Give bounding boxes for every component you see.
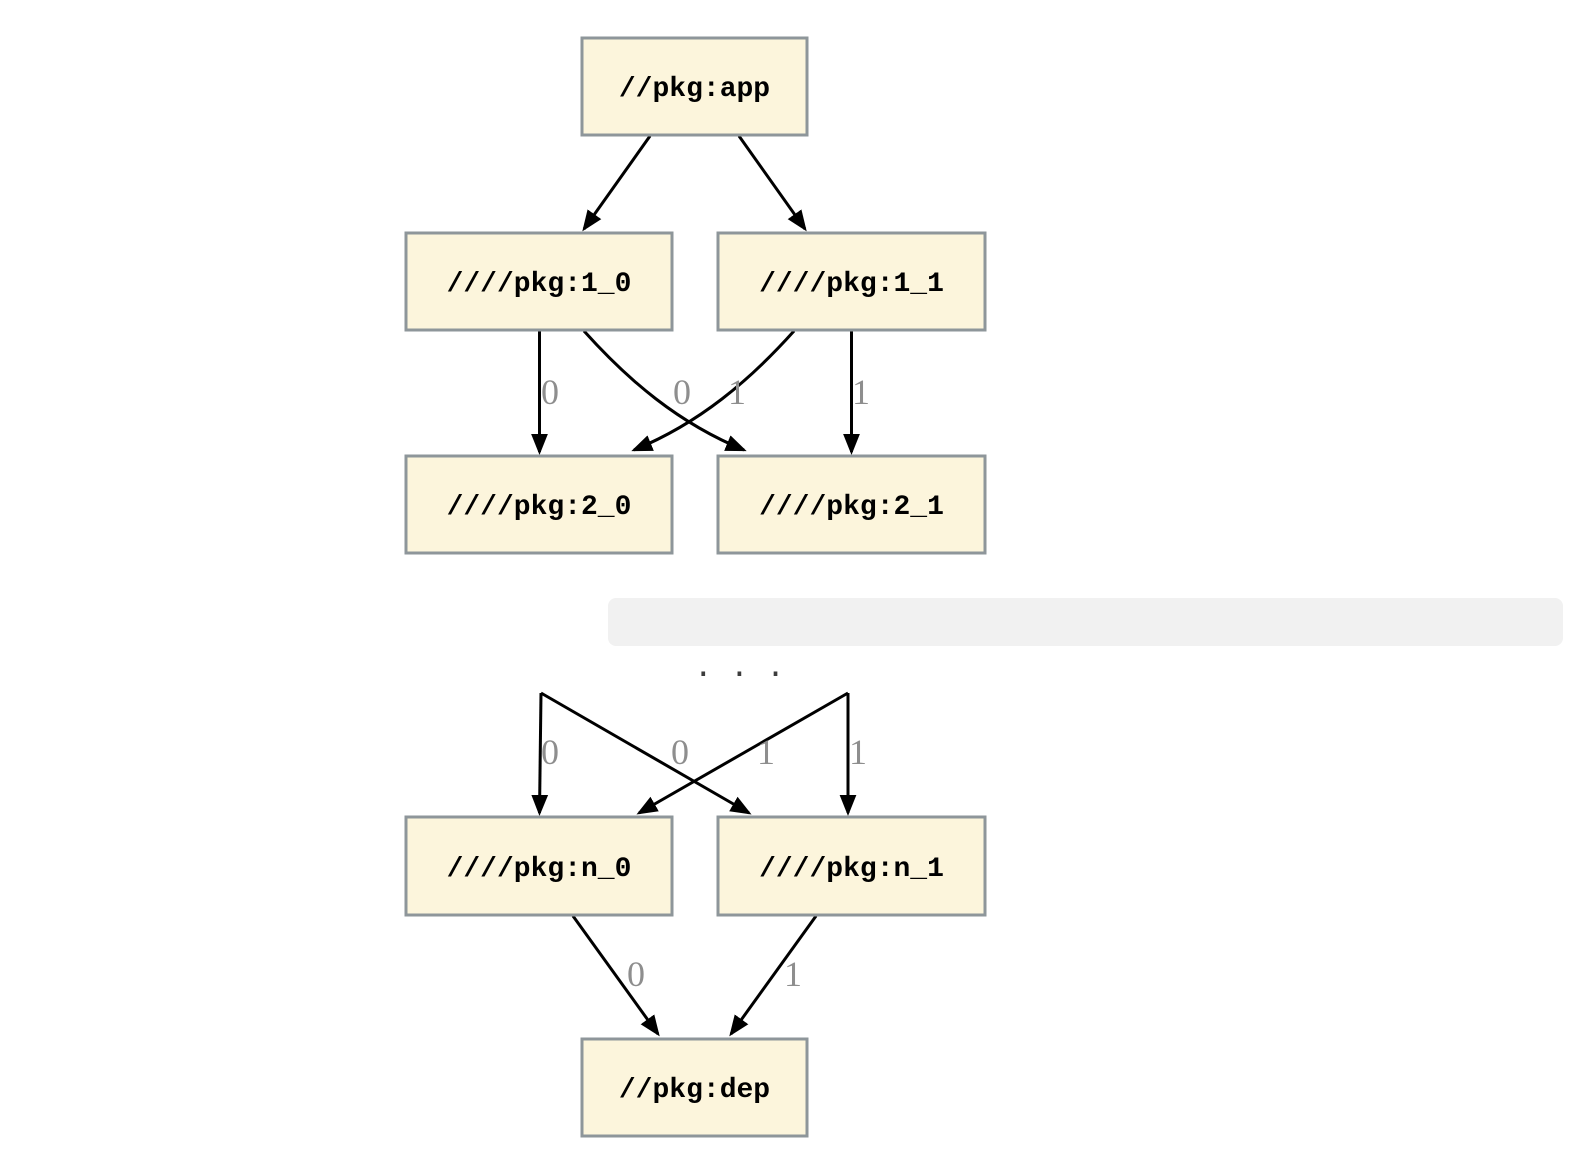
graph-edges	[531, 135, 860, 1037]
node-dep-label: //pkg:dep	[619, 1075, 770, 1106]
node-app: //pkg:app	[580, 36, 809, 137]
node-n_0-box	[404, 815, 674, 917]
node-n_0-label: ////pkg:n_0	[447, 854, 632, 885]
edge-app-to-1_0	[582, 135, 652, 232]
node-1_1-label: ////pkg:1_1	[759, 269, 944, 300]
node-app-box	[580, 36, 809, 137]
ellipsis-dots: . . .	[694, 649, 785, 684]
edge-n_1-to-dep	[729, 915, 818, 1037]
node-2_1: ////pkg:2_1	[716, 454, 987, 555]
edge-label-1_1-2_1: 1	[852, 372, 870, 412]
edge-label-ellipsis-n_0-right: 0	[671, 732, 689, 772]
node-2_1-label: ////pkg:2_1	[759, 492, 944, 523]
node-n_1-box	[716, 815, 987, 917]
edge-label-1_0-2_0: 0	[541, 372, 559, 412]
edge-ellipsis-left-to-n_0	[531, 692, 549, 816]
edge-label-n_0-dep: 0	[627, 954, 645, 994]
node-n_1-label: ////pkg:n_1	[759, 854, 944, 885]
ellipsis-band: . . .	[608, 598, 1563, 684]
edge-label-ellipsis-n_1-left: 1	[757, 732, 775, 772]
node-1_1-box	[716, 231, 987, 332]
node-dep: //pkg:dep	[580, 1037, 809, 1138]
edge-label-ellipsis-n_0-left: 0	[541, 732, 559, 772]
node-2_0-box	[404, 454, 674, 555]
edge-1_0-to-2_1	[582, 329, 747, 452]
edge-label-1_1-2_0: 0	[673, 372, 691, 412]
node-1_0-box	[404, 231, 674, 332]
edge-label-1_0-2_1: 1	[728, 372, 746, 412]
node-2_0: ////pkg:2_0	[404, 454, 674, 555]
edge-ellipsis-left-to-n_1	[540, 691, 752, 815]
edge-app-to-1_1	[737, 135, 807, 232]
graph-nodes: //pkg:app ////pkg:1_0 ////pkg:1_1 ////pk…	[404, 36, 987, 1138]
edge-1_1-to-2_0	[631, 329, 796, 452]
node-dep-box	[580, 1037, 809, 1138]
edge-label-n_1-dep: 1	[784, 954, 802, 994]
node-2_0-label: ////pkg:2_0	[447, 492, 632, 523]
node-app-label: //pkg:app	[619, 74, 770, 105]
node-1_0-label: ////pkg:1_0	[447, 269, 632, 300]
node-2_1-box	[716, 454, 987, 555]
edge-n_0-to-dep	[571, 915, 660, 1037]
edge-label-ellipsis-n_1-right: 1	[849, 732, 867, 772]
node-n_1: ////pkg:n_1	[716, 815, 987, 917]
node-n_0: ////pkg:n_0	[404, 815, 674, 917]
node-1_0: ////pkg:1_0	[404, 231, 674, 332]
edge-labels: 0 0 1 1 0 0 1 1 0 1	[541, 372, 870, 994]
edge-ellipsis-right-to-n_0	[636, 691, 849, 815]
node-1_1: ////pkg:1_1	[716, 231, 987, 332]
